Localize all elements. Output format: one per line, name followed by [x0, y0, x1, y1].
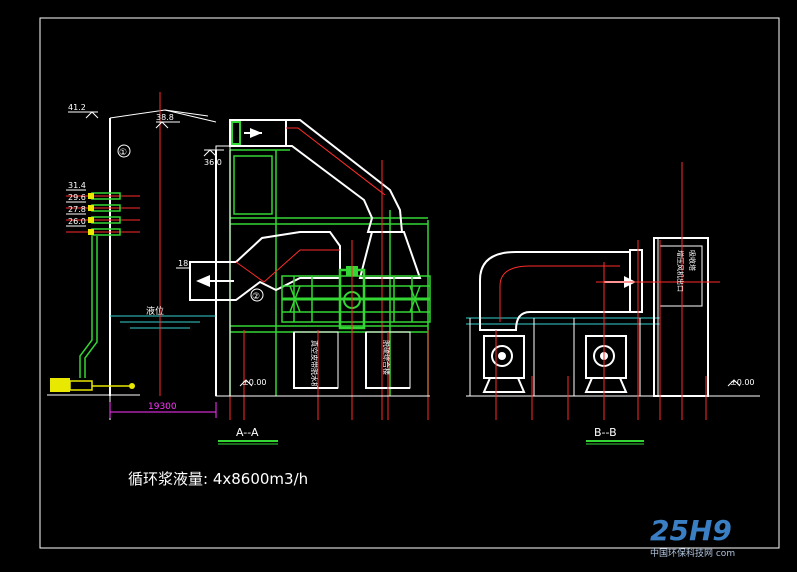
- elevation-markers: [66, 111, 741, 387]
- circulation-pump: [47, 378, 140, 396]
- elev-outlet: 18: [178, 259, 188, 268]
- marker-one: ①: [119, 148, 127, 158]
- pump-room-1-label: 真空皮带脱水机: [310, 340, 319, 389]
- vertical-right-label: 增压风机出口: [676, 250, 685, 292]
- watermark-sub: 中国环保科技网 com: [650, 547, 735, 559]
- vertical-side-label: 吸收塔: [688, 250, 697, 271]
- dimension-label: 19300: [148, 402, 177, 412]
- elev-nozzle-1: 31.4: [68, 181, 86, 190]
- fan-section: [466, 237, 760, 397]
- dimension-19300: [109, 402, 217, 418]
- spray-nozzles: [66, 192, 140, 378]
- elev-nozzle-4: 26.0: [68, 217, 86, 226]
- section-a-label: A--A: [236, 426, 259, 439]
- pump-room-2-label: 脱硫综合楼: [382, 340, 391, 375]
- liquid-level-label: 液位: [146, 305, 164, 317]
- caption: 循环浆液量: 4x8600m3/h: [128, 470, 308, 488]
- inlet-duct: [189, 231, 341, 301]
- elev-duct-level: 36.0: [204, 158, 222, 167]
- elev-nozzle-2: 29.6: [68, 193, 86, 202]
- flue-gas-duct: [215, 119, 422, 420]
- ggh-rotor: [281, 266, 431, 330]
- fan-1: [482, 335, 526, 393]
- marker-two: ②: [252, 292, 260, 302]
- fan-2: [584, 335, 628, 393]
- elev-ground-b: ±0.00: [730, 378, 755, 387]
- elev-nozzle-3: 27.8: [68, 205, 86, 214]
- drawing-frame: [39, 17, 780, 549]
- section-b-label: B--B: [594, 426, 617, 439]
- watermark-logo: 25H9: [650, 514, 732, 547]
- elev-top: 41.2: [68, 103, 86, 112]
- steel-frame: [229, 149, 429, 396]
- elev-ground-a: ±0.00: [242, 378, 267, 387]
- elev-duct: 38.8: [156, 113, 174, 122]
